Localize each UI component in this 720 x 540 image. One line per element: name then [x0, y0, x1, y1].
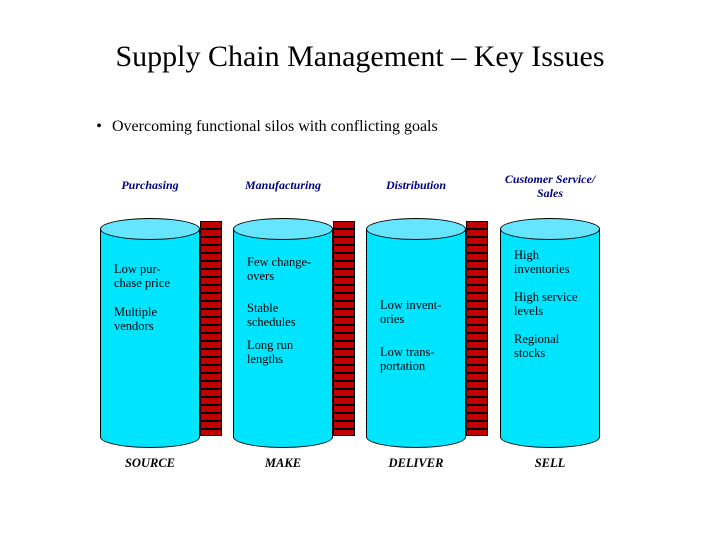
- silo-item-distribution-1: Low invent- ories: [380, 298, 442, 326]
- silo-item-distribution-2: Low trans- portation: [380, 345, 435, 373]
- page-title: Supply Chain Management – Key Issues: [115, 40, 605, 73]
- silo-stripes-manufacturing: [333, 221, 355, 436]
- silo-footer-manufacturing: MAKE: [264, 456, 302, 470]
- silo-item-customer-service-3: Regional stocks: [514, 332, 560, 360]
- silo-item-purchasing-2: Multiple vendors: [114, 305, 158, 333]
- silo-item-customer-service-2: High service levels: [514, 290, 578, 318]
- silo-column-manufacturing: Manufacturing Few change- overs Stable s…: [233, 178, 355, 478]
- silo-item-customer-service-1: High inventories: [514, 248, 570, 276]
- silo-heading-purchasing: Purchasing: [121, 178, 179, 192]
- cylinder-top: [233, 218, 333, 240]
- silo-column-distribution: Distribution Low invent- ories Low trans…: [366, 178, 488, 478]
- silo-column-purchasing: Purchasing Low pur- chase price Multiple…: [100, 178, 222, 478]
- silo-heading-distribution: Distribution: [385, 178, 447, 192]
- silo-footer-distribution: DELIVER: [388, 456, 444, 470]
- cylinder-body: [100, 229, 200, 437]
- silo-column-customer-service: Customer Service/ Sales High inventories…: [500, 172, 600, 478]
- silo-heading-manufacturing: Manufacturing: [244, 178, 322, 192]
- bullet-text: Overcoming functional silos with conflic…: [112, 118, 438, 135]
- cylinder-top: [366, 218, 466, 240]
- silo-footer-purchasing: SOURCE: [124, 456, 176, 470]
- cylinder-body: [233, 229, 333, 437]
- silo-stripes-purchasing: [200, 221, 222, 436]
- silo-heading-customer-service: Customer Service/ Sales: [504, 172, 596, 200]
- cylinder-body: [366, 229, 466, 437]
- silo-item-manufacturing-2: Stable schedules: [247, 301, 296, 329]
- cylinder-top: [500, 218, 600, 240]
- silo-footer-customer-service: SELL: [534, 456, 566, 470]
- silo-item-purchasing-1: Low pur- chase price: [114, 262, 170, 290]
- cylinder-body: [500, 229, 600, 437]
- silo-stripes-distribution: [466, 221, 488, 436]
- silo-item-manufacturing-1: Few change- overs: [247, 255, 312, 283]
- bullet-item: • Overcoming functional silos with confl…: [90, 118, 650, 136]
- bullet-marker: •: [96, 118, 102, 135]
- silo-item-manufacturing-3: Long run lengths: [247, 338, 294, 366]
- cylinder-top: [100, 218, 200, 240]
